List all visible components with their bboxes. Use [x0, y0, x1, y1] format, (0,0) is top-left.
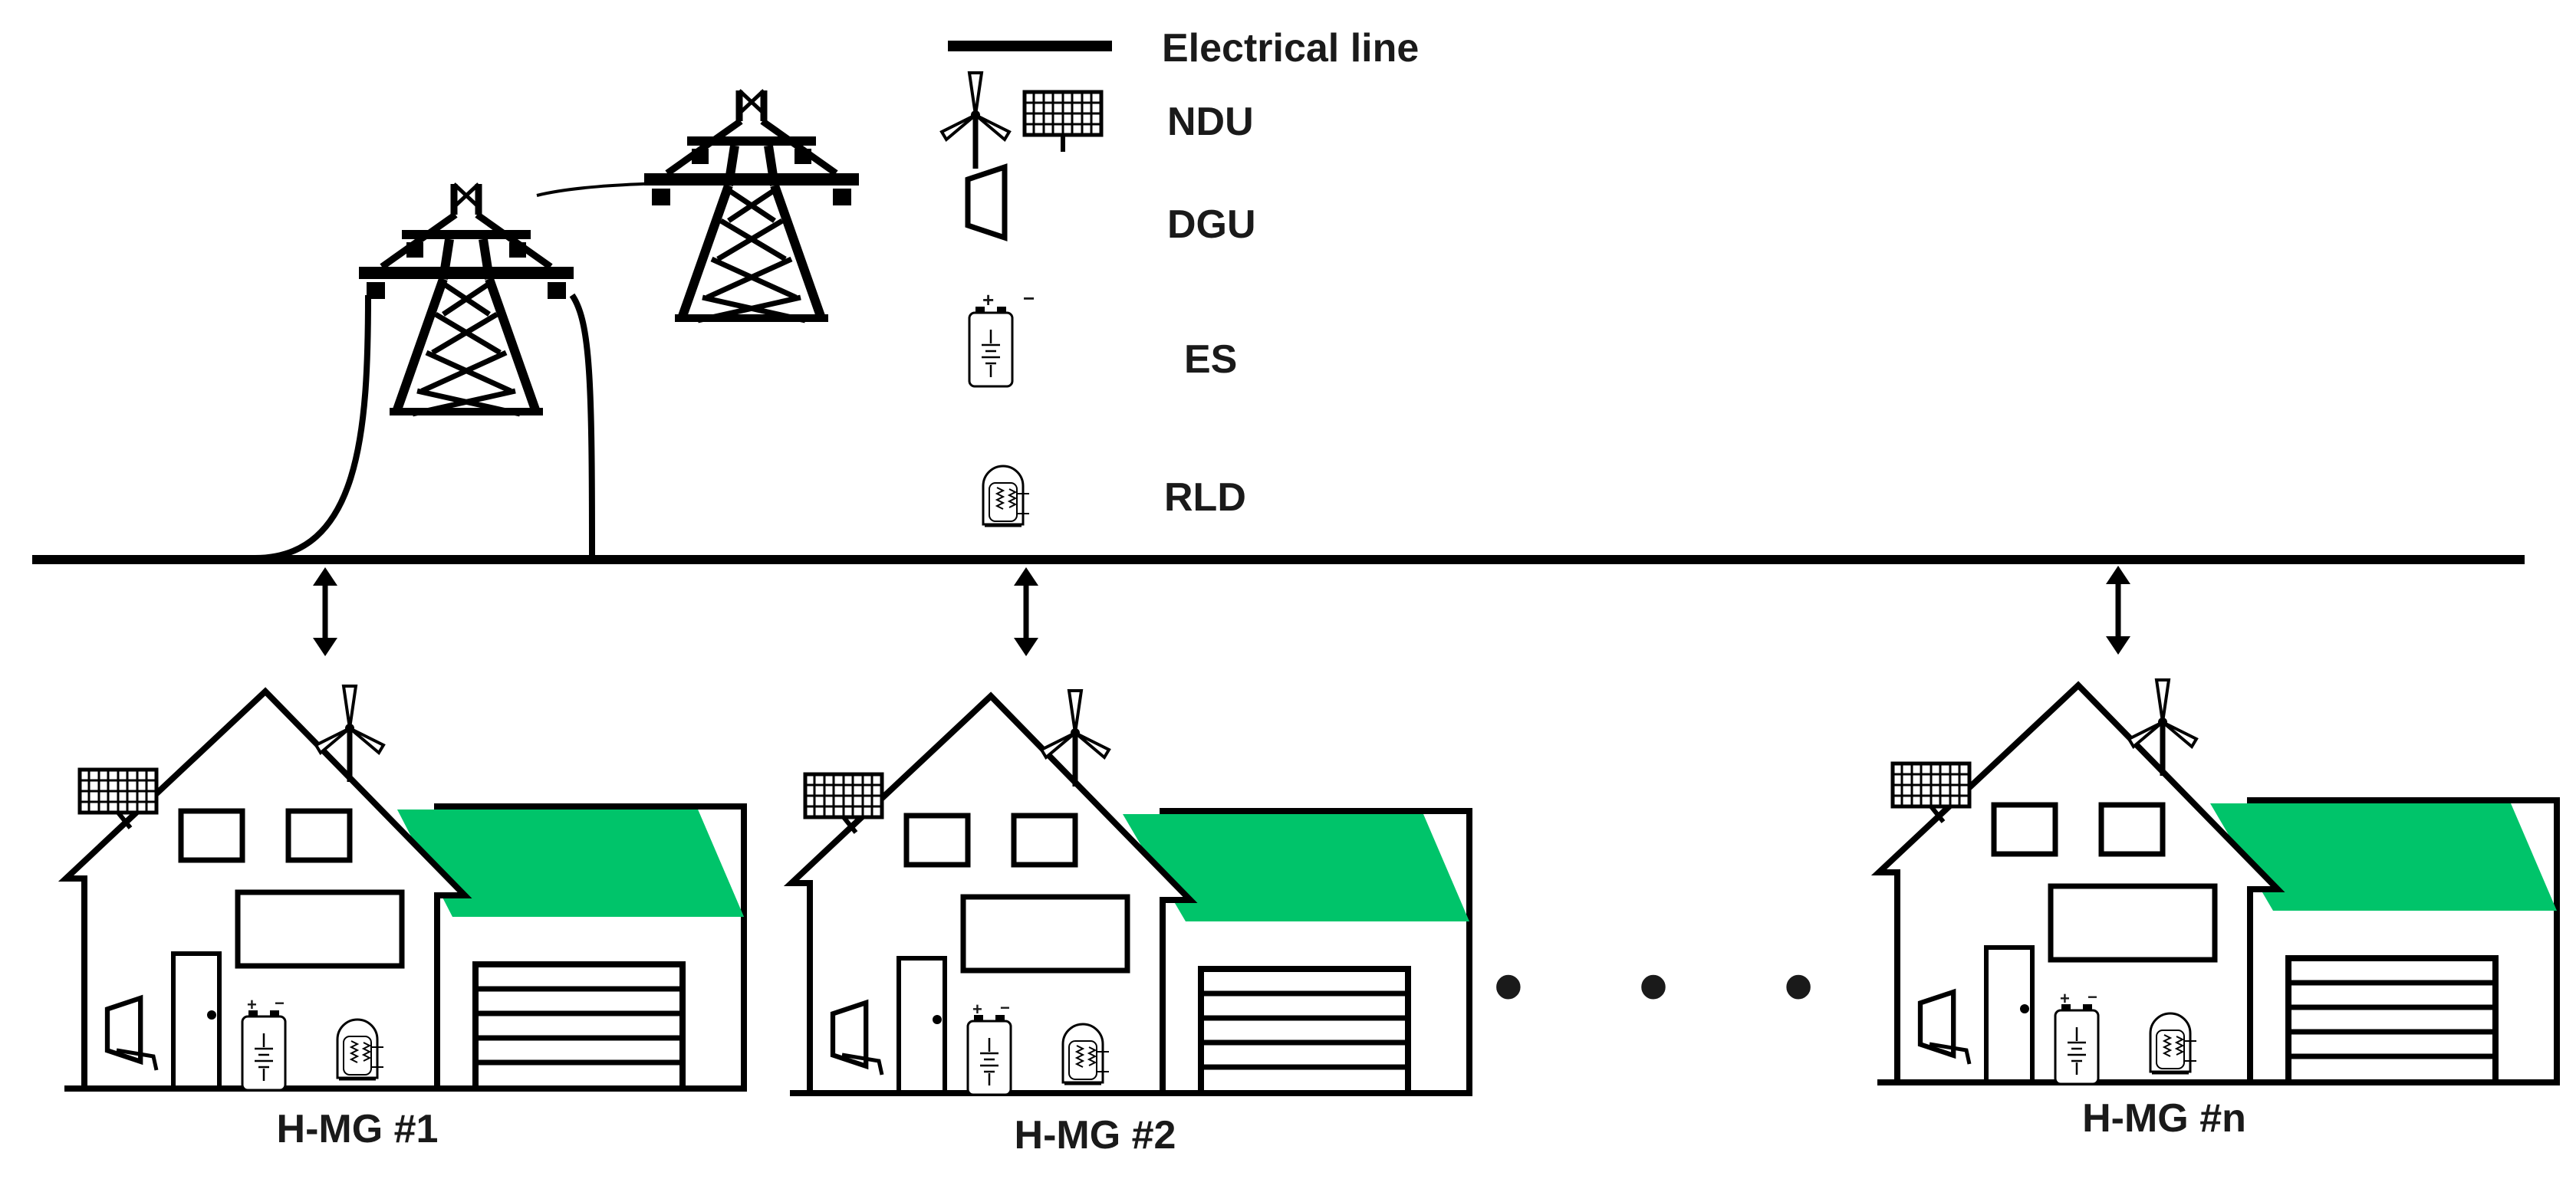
window	[1011, 813, 1078, 868]
garage-roof	[2210, 803, 2557, 911]
door	[1984, 945, 2035, 1085]
house-n-label: H-MG #n	[2082, 1096, 2246, 1141]
house-n: + −	[1870, 680, 2560, 1085]
legend-electrical-line: Electrical line	[1162, 26, 1419, 71]
window	[1991, 802, 2058, 857]
house-1-label: H-MG #1	[277, 1107, 439, 1151]
battery-icon	[966, 1013, 1012, 1096]
solar-panel-icon	[805, 774, 882, 817]
battery-plus-sign: +	[247, 995, 257, 1014]
door	[171, 951, 222, 1091]
garage-roof	[1123, 814, 1469, 921]
house-1: + −	[58, 686, 747, 1092]
window	[235, 889, 405, 969]
solar-panel-icon	[1025, 92, 1101, 135]
window	[178, 808, 245, 863]
legend-dgu: DGU	[1167, 202, 1256, 247]
battery-minus-sign: −	[1000, 998, 1010, 1017]
house-2: + −	[783, 691, 1472, 1096]
garage-door	[2285, 955, 2499, 1085]
legend: Electrical line NDU DGU + − ES RLD	[942, 26, 1419, 527]
ellipsis: • • •	[1494, 939, 1860, 1033]
bidirectional-arrow-1	[313, 567, 337, 656]
legend-ndu: NDU	[1167, 100, 1254, 144]
window	[285, 808, 353, 863]
garage-door	[472, 961, 686, 1092]
feeder-cable-right	[569, 293, 595, 559]
garage-door	[1198, 966, 1411, 1096]
door	[897, 956, 947, 1095]
house-2-label: H-MG #2	[1015, 1113, 1176, 1158]
feeder-cable-left	[252, 294, 371, 562]
tower-link-cable	[536, 181, 676, 197]
battery-minus-sign: −	[2087, 987, 2097, 1007]
window	[2048, 883, 2218, 963]
bidirectional-arrow-n	[2106, 566, 2130, 655]
battery-plus-sign: +	[2060, 989, 2070, 1008]
transmission-towers	[252, 90, 859, 562]
window	[960, 894, 1130, 974]
battery-plus-sign: +	[982, 288, 994, 311]
legend-es: ES	[1184, 337, 1237, 382]
water-heater-icon	[982, 465, 1031, 527]
window	[2098, 802, 2166, 857]
window	[903, 813, 971, 868]
battery-icon	[2054, 1003, 2100, 1085]
generator-icon	[968, 167, 1005, 238]
wind-turbine-icon	[942, 73, 1009, 169]
battery-minus-sign: −	[275, 993, 285, 1013]
legend-rld: RLD	[1164, 475, 1246, 520]
solar-panel-icon	[80, 770, 156, 813]
bidirectional-arrow-2	[1014, 567, 1038, 656]
battery-icon	[968, 305, 1014, 388]
battery-icon	[241, 1009, 287, 1092]
solar-panel-icon	[1893, 764, 1969, 806]
battery-minus-sign: −	[1023, 287, 1035, 310]
battery-plus-sign: +	[972, 1000, 982, 1019]
